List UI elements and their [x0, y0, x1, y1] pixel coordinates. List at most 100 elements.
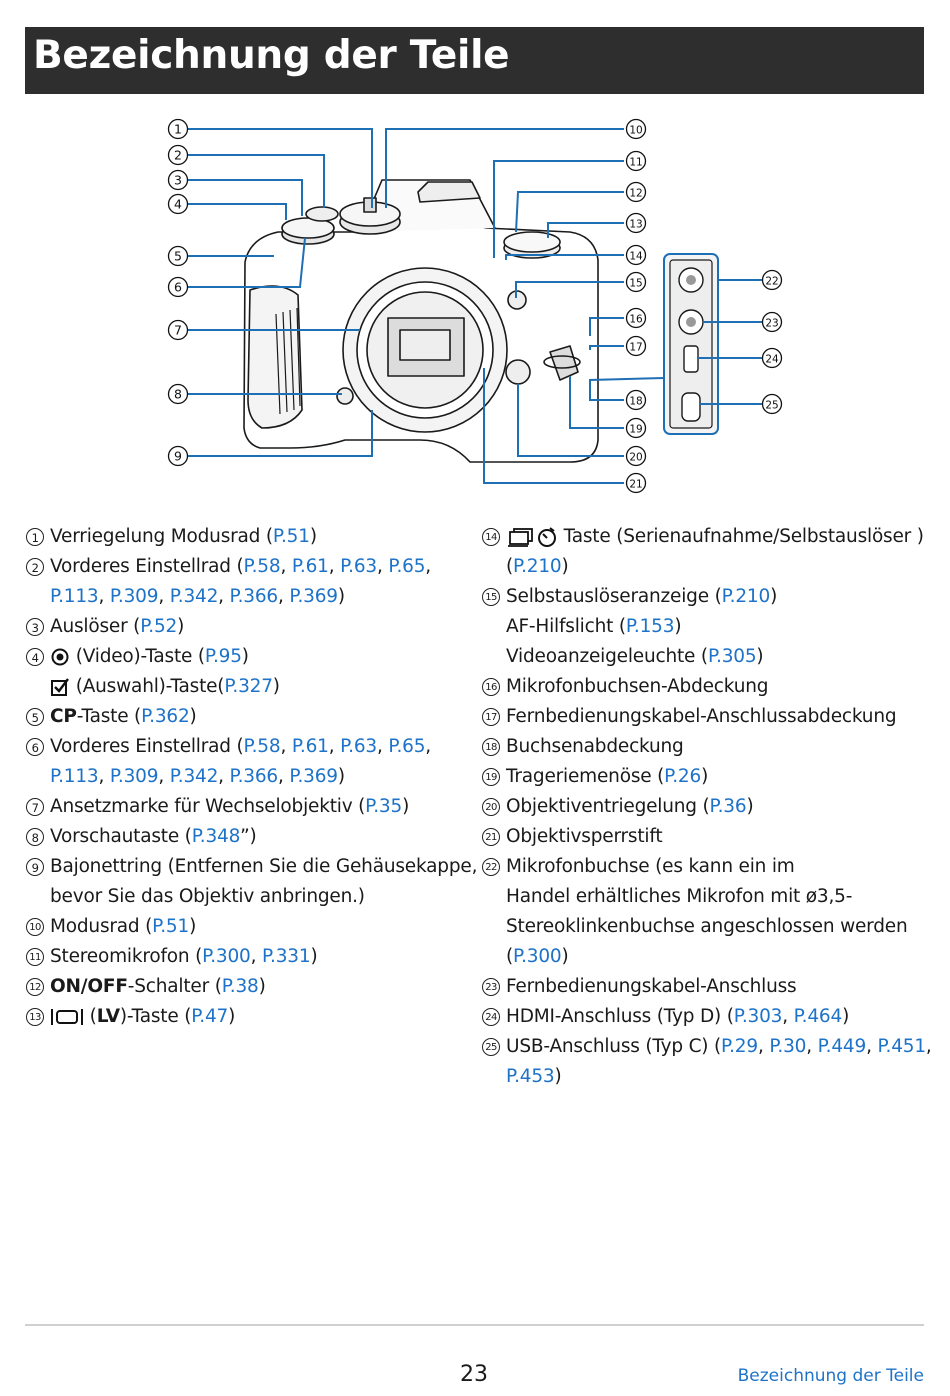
page-link[interactable]: P.113 [50, 586, 99, 607]
shutter-button [305, 206, 339, 222]
callout-number: 13 [629, 219, 642, 231]
page-link[interactable]: P.52 [140, 616, 178, 637]
callout-number: 14 [629, 251, 643, 263]
camera-diagram: 1234567891011121314151617181920212223242… [167, 118, 783, 494]
page-link[interactable]: P.95 [204, 646, 242, 667]
page-link[interactable]: P.342 [169, 586, 219, 607]
callout-number: 18 [629, 396, 642, 408]
callout-circle [167, 276, 189, 298]
callout-circle [167, 144, 189, 166]
callout-number: 24 [765, 354, 779, 366]
list-item: 5 CP-Taste (P.362) [25, 702, 465, 732]
callout-circle [625, 389, 647, 411]
list-item: 25 USB-Anschluss (Typ C) (P.29, P.30, P.… [481, 1032, 932, 1092]
page-link[interactable]: P.65 [388, 556, 426, 577]
page-link[interactable]: P.61 [291, 736, 329, 757]
page-link[interactable]: P.342 [169, 766, 219, 787]
list-item: 8 Vorschautaste (P.348”) [25, 822, 465, 852]
page-link[interactable]: P.449 [817, 1036, 867, 1057]
footer-section-link[interactable]: Bezeichnung der Teile [737, 1366, 924, 1386]
callout-circle [167, 445, 189, 467]
page-link[interactable]: P.63 [340, 736, 378, 757]
page-link[interactable]: P.366 [229, 586, 279, 607]
callout-number: 16 [629, 314, 643, 326]
page-link[interactable]: P.309 [109, 586, 159, 607]
page-link[interactable]: P.38 [221, 976, 259, 997]
page-link[interactable]: P.305 [707, 646, 757, 667]
page-link[interactable]: P.30 [769, 1036, 807, 1057]
list-item: 11 Stereomikrofon (P.300, P.331) [25, 942, 465, 972]
list-item: 23 Fernbedienungskabel-Anschluss [481, 972, 921, 1002]
list-item: 21 Objektivsperrstift [481, 822, 921, 852]
page-link[interactable]: P.309 [109, 766, 159, 787]
page-link[interactable]: P.47 [191, 1006, 229, 1027]
footer-divider [25, 1324, 924, 1326]
page-link[interactable]: P.26 [664, 766, 702, 787]
callout-circle [625, 271, 647, 293]
page-title: Bezeichnung der Teile [33, 33, 510, 78]
page-link[interactable]: P.451 [877, 1036, 926, 1057]
callout-circle [167, 383, 189, 405]
title-bar: Bezeichnung der Teile [25, 27, 924, 94]
callout-number: 4 [174, 197, 182, 212]
page-link[interactable]: P.113 [50, 766, 99, 787]
callout-number: 12 [629, 188, 642, 200]
callout-number: 19 [629, 424, 642, 436]
page-link[interactable]: P.303 [733, 1006, 783, 1027]
page-link[interactable]: P.63 [340, 556, 378, 577]
page-link[interactable]: P.58 [243, 736, 281, 757]
page-link[interactable]: P.36 [709, 796, 747, 817]
list-item: 6 Vorderes Einstellrad (P.58, P.61, P.63… [25, 732, 465, 792]
list-item: 3 Auslöser (P.52) [25, 612, 465, 642]
page-link[interactable]: P.327 [224, 676, 273, 697]
list-item: 10 Modusrad (P.51) [25, 912, 465, 942]
page-link[interactable]: P.58 [243, 556, 281, 577]
callout-number: 23 [765, 318, 778, 330]
page-link[interactable]: P.464 [793, 1006, 843, 1027]
callout-number: 21 [629, 479, 642, 491]
callout-circle [625, 181, 647, 203]
page-link[interactable]: P.51 [152, 916, 190, 937]
callout-number: 22 [765, 276, 778, 288]
page-link[interactable]: P.65 [388, 736, 426, 757]
list-item: 22 Mikrofonbuchse (es kann ein im Handel… [481, 852, 921, 972]
page-link[interactable]: P.29 [721, 1036, 758, 1057]
list-item: 9 Bajonettring (Entfernen Sie die Gehäus… [25, 852, 477, 912]
page-link[interactable]: P.210 [513, 556, 562, 577]
list-item: 20 Objektiventriegelung (P.36) [481, 792, 921, 822]
callout-circle [167, 319, 189, 341]
list-item: 18 Buchsenabdeckung [481, 732, 921, 762]
page-link[interactable]: P.61 [291, 556, 329, 577]
list-item: 7 Ansetzmarke für Wechselobjektiv (P.35) [25, 792, 465, 822]
page-link[interactable]: P.300 [202, 946, 251, 967]
callout-circle [625, 118, 647, 140]
page-link[interactable]: P.300 [513, 946, 562, 967]
page-link[interactable]: P.362 [141, 706, 190, 727]
list-item: 19 Trageriemenöse (P.26) [481, 762, 921, 792]
page-link[interactable]: P.453 [506, 1066, 555, 1087]
page-link[interactable]: P.366 [229, 766, 279, 787]
callout-circle [625, 417, 647, 439]
page-link[interactable]: P.348 [191, 826, 241, 847]
list-item: 4 (Video)-Taste (P.95) (Auswahl)-Taste(P… [25, 642, 465, 702]
page-link[interactable]: P.153 [625, 616, 675, 637]
parts-list-right: 14 Taste (Serienaufnahme/Selbstauslöser … [481, 522, 932, 1092]
callout-number: 5 [174, 249, 182, 264]
page-link[interactable]: P.369 [289, 766, 338, 787]
callout-circle [625, 150, 647, 172]
page-link[interactable]: P.331 [261, 946, 311, 967]
callout-circle [167, 118, 189, 140]
list-item: 14 Taste (Serienaufnahme/Selbstauslöser … [481, 522, 924, 582]
page-link[interactable]: P.35 [365, 796, 403, 817]
callout-circle [625, 307, 647, 329]
page-link[interactable]: P.51 [272, 526, 310, 547]
strap-eyelet [549, 345, 579, 381]
lens-release-button [505, 359, 531, 385]
hot-shoe [417, 181, 481, 203]
list-item: 2 Vorderes Einstellrad (P.58, P.61, P.63… [25, 552, 465, 612]
video-record-icon [51, 648, 69, 666]
page-link[interactable]: P.210 [721, 586, 771, 607]
callout-number: 9 [174, 449, 182, 464]
callout-circle [167, 193, 189, 215]
page-link[interactable]: P.369 [289, 586, 338, 607]
